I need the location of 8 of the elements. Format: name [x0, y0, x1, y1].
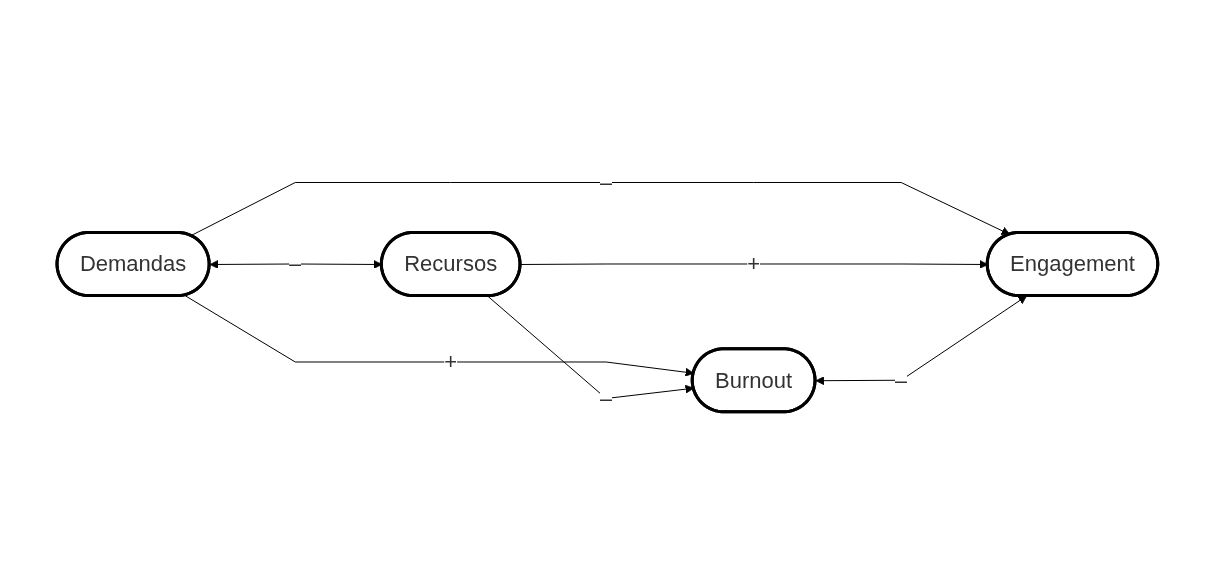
- edge-label: –: [600, 169, 613, 195]
- edge-label: –: [600, 385, 613, 411]
- edge-label: +: [747, 250, 761, 276]
- edge-label: +: [444, 348, 458, 374]
- edge-label: –: [289, 250, 302, 276]
- arrow: [487, 295, 695, 399]
- arrow: [815, 295, 1028, 385]
- edge-label: –: [895, 367, 908, 393]
